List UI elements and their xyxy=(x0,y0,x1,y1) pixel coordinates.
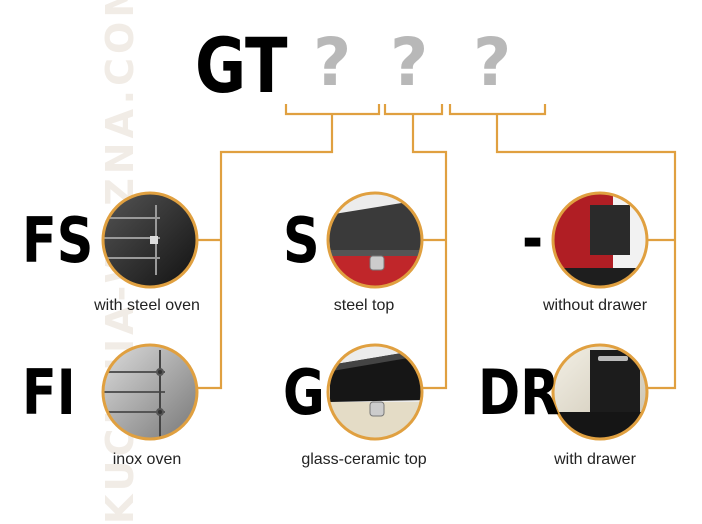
steel-top-photo xyxy=(326,191,424,289)
connector-top xyxy=(411,114,448,390)
caption-with-drawer: with drawer xyxy=(554,451,636,468)
bracket-oven xyxy=(284,104,381,116)
code-g: G xyxy=(283,356,325,429)
caption-without-drawer: without drawer xyxy=(542,297,648,314)
bracket-drawer xyxy=(448,104,547,116)
connector-oven xyxy=(197,114,334,390)
bracket-top xyxy=(383,104,444,116)
connector-lines xyxy=(101,104,677,441)
caption-steel-top: steel top xyxy=(333,297,395,314)
model-prefix: GT xyxy=(195,21,288,110)
steel-oven-photo xyxy=(101,191,199,289)
code-fi: FI xyxy=(22,356,76,429)
code-none: - xyxy=(522,202,544,275)
without-drawer-photo xyxy=(551,191,649,289)
code-s: S xyxy=(283,204,320,277)
placeholder-oven-icon: ? xyxy=(313,24,352,101)
caption-inox-oven: inox oven xyxy=(112,451,182,468)
caption-glass-ceramic-top: glass-ceramic top xyxy=(301,451,427,468)
caption-steel-oven: with steel oven xyxy=(94,297,200,314)
with-drawer-photo xyxy=(551,343,649,441)
connector-drawer xyxy=(495,114,677,390)
glass-ceramic-top-photo xyxy=(326,343,424,441)
code-fs: FS xyxy=(22,204,94,277)
diagram: KUCHNIA-WAZNA.COM xyxy=(22,0,677,524)
inox-oven-photo xyxy=(101,343,199,441)
placeholder-top-icon: ? xyxy=(390,24,429,101)
code-dr: DR xyxy=(478,356,560,429)
placeholder-drawer-icon: ? xyxy=(473,24,512,101)
